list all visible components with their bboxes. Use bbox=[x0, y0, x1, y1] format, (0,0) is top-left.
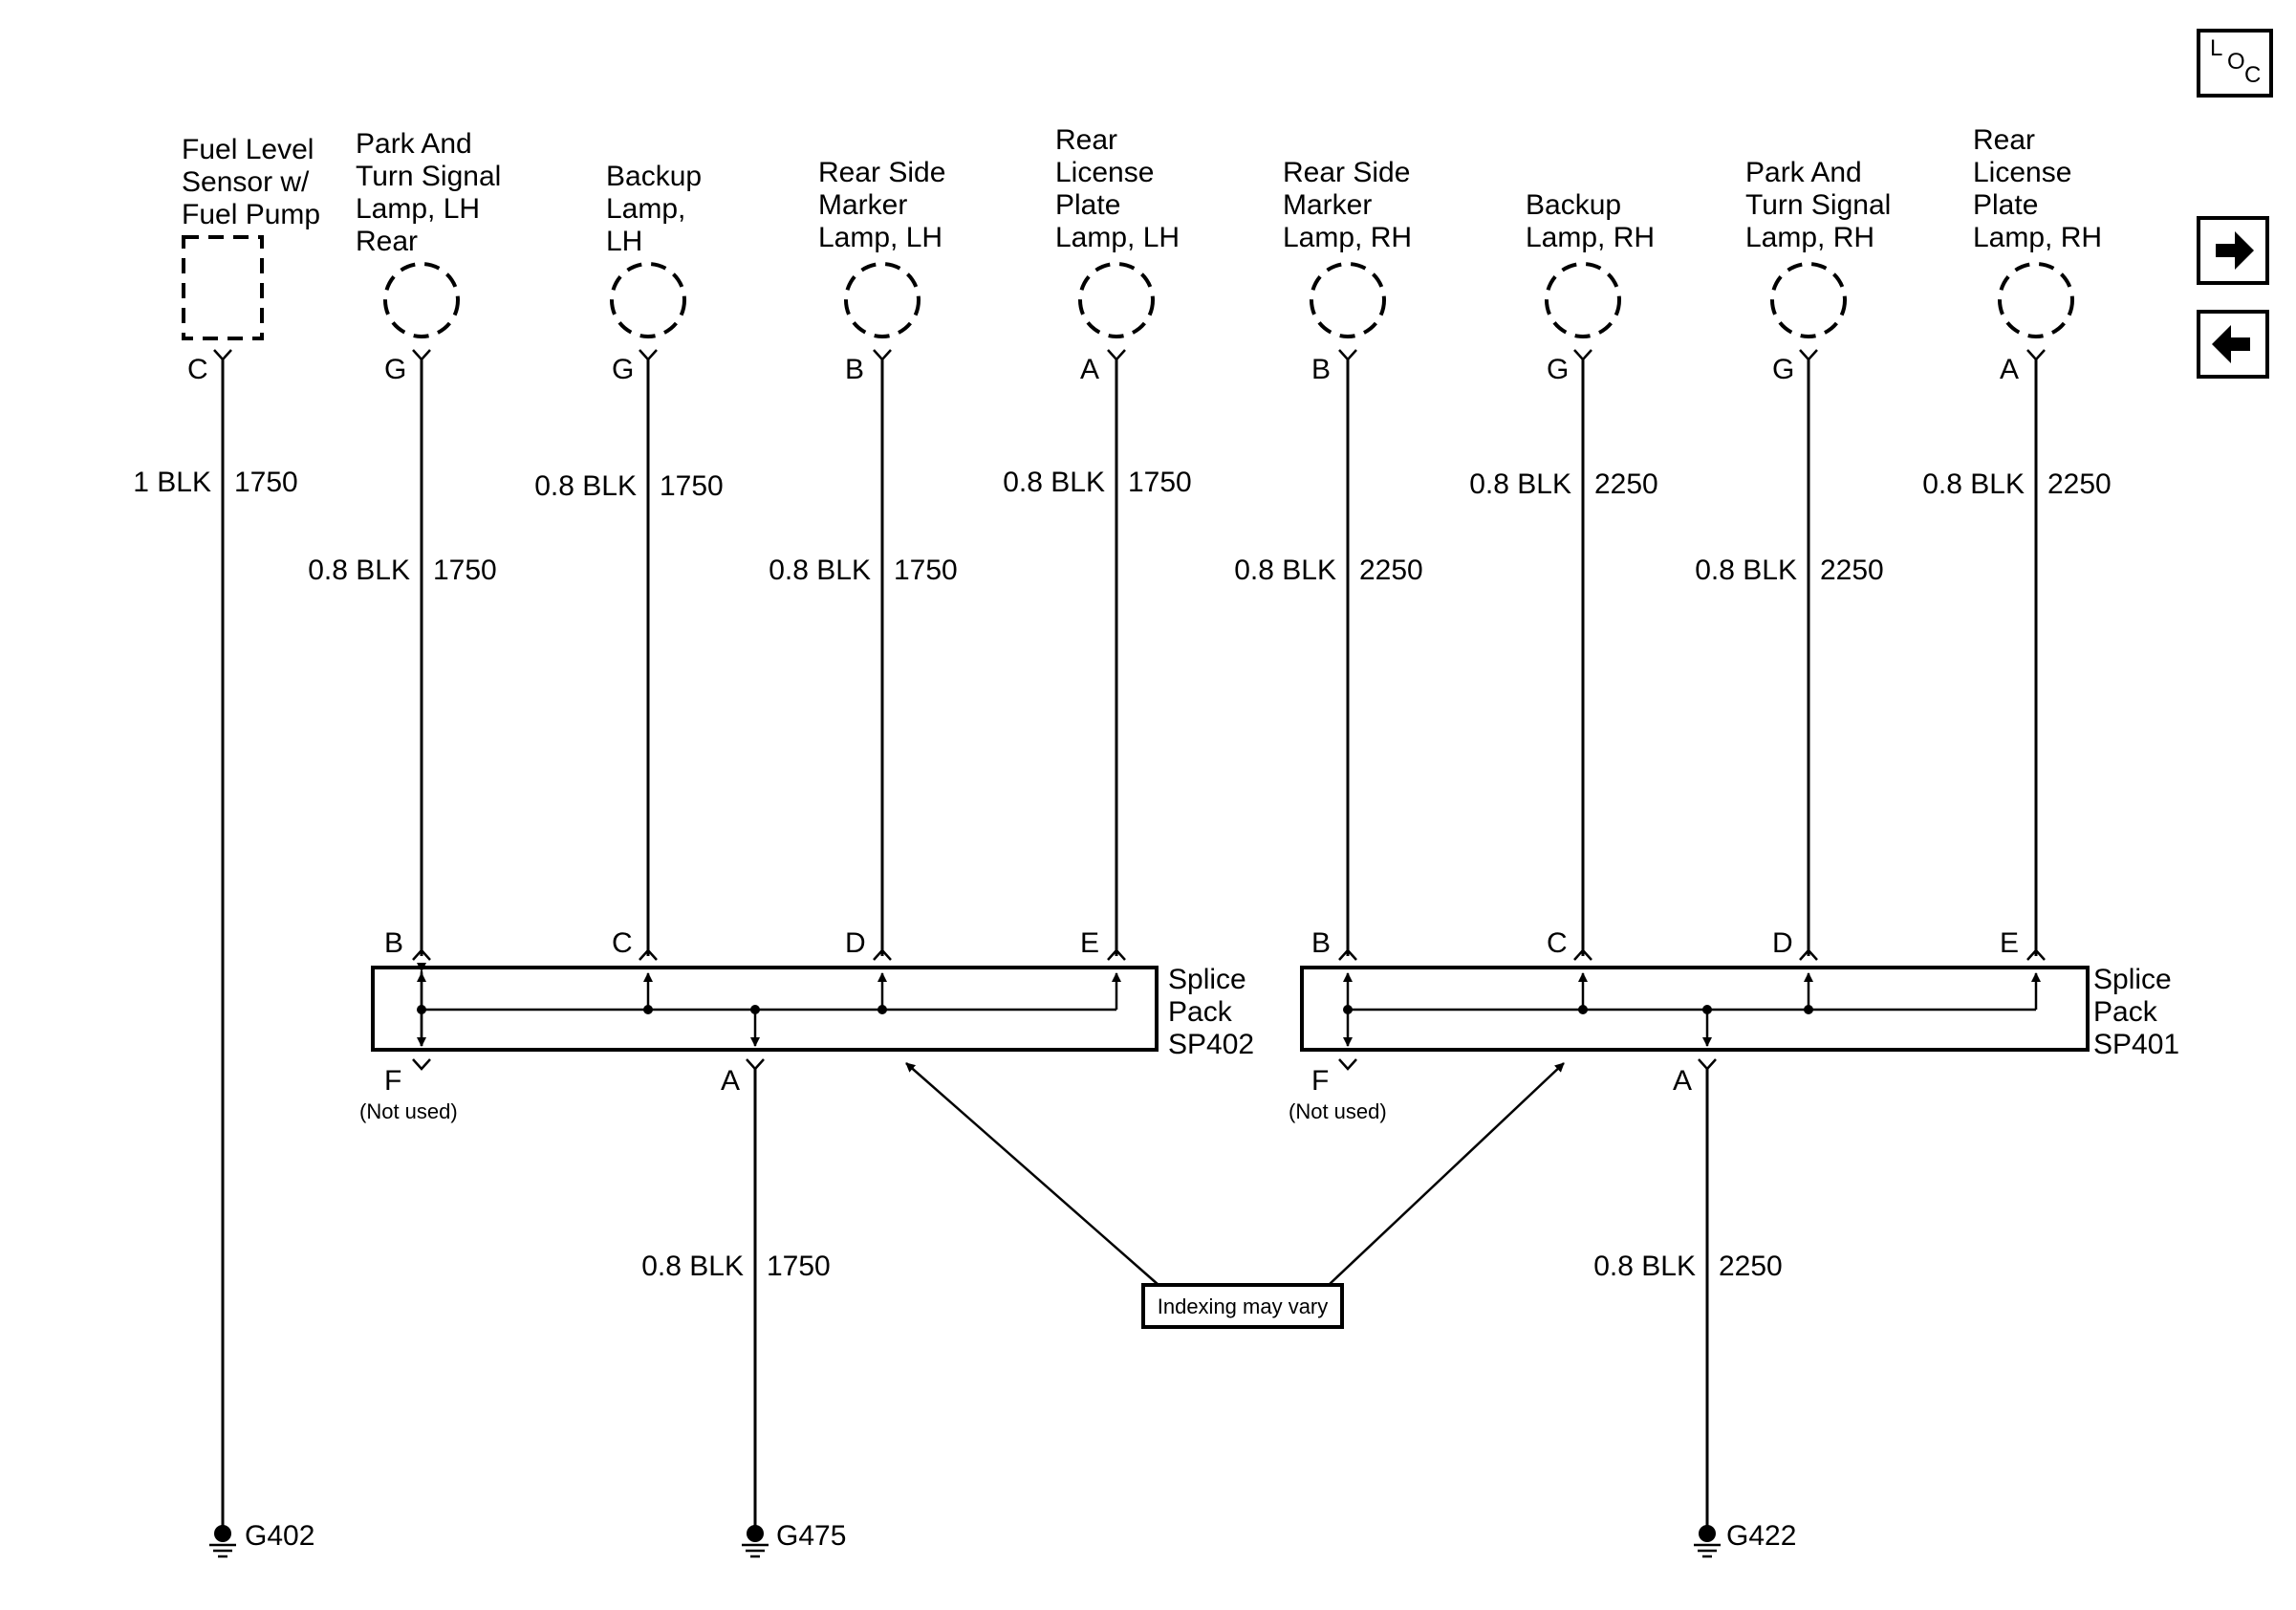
wire-labels: 1 BLK 1750 0.8 BLK 1750 0.8 BLK 1750 0.8… bbox=[133, 467, 2111, 586]
circuit-number: 2250 bbox=[1719, 1251, 1783, 1282]
output-pin-label: A bbox=[721, 1065, 740, 1097]
backup-lamp-rh-label: Backup Lamp, RH bbox=[1526, 189, 1655, 253]
output-pin-label: A bbox=[1673, 1065, 1692, 1097]
circuit-number: 1750 bbox=[660, 470, 724, 502]
pin-label: A bbox=[2000, 354, 2019, 385]
splice-pin-label: C bbox=[1547, 927, 1568, 959]
ground-g475: G475 bbox=[742, 1520, 846, 1558]
wire-gauge: 0.8 BLK bbox=[1695, 555, 1797, 586]
loc-letter-c: C bbox=[2244, 62, 2261, 88]
park-turn-lamp-lh-label: Park And Turn Signal Lamp, LH Rear bbox=[356, 128, 509, 257]
unused-pin-label: F bbox=[1311, 1065, 1329, 1097]
license-plate-lamp-lh-label: Rear License Plate Lamp, LH bbox=[1055, 124, 1180, 253]
wire-gauge: 1 BLK bbox=[133, 467, 211, 498]
not-used-note: (Not used) bbox=[1289, 1099, 1387, 1123]
circuit-number: 1750 bbox=[1128, 467, 1192, 498]
ground-g402: G402 bbox=[209, 1520, 314, 1558]
ground-label: G402 bbox=[245, 1520, 314, 1552]
splice-pin-label: D bbox=[1772, 927, 1793, 959]
ground-label: G422 bbox=[1726, 1520, 1796, 1552]
splice-pack-sp401: B C D E Splice Pack SP401 F (Not used) A… bbox=[1289, 927, 2179, 1526]
loc-letter-o: O bbox=[2227, 49, 2245, 75]
lamp-symbol bbox=[1545, 262, 1621, 338]
splice-pin-label: E bbox=[2000, 927, 2019, 959]
pin-label: G bbox=[1547, 354, 1569, 385]
pin-label: G bbox=[1772, 354, 1794, 385]
splice-pack-body bbox=[371, 966, 1159, 1052]
wire-gauge: 0.8 BLK bbox=[308, 555, 410, 586]
circuit-number: 1750 bbox=[234, 467, 298, 498]
lamp-symbol bbox=[1078, 262, 1155, 338]
park-turn-lamp-rh-label: Park And Turn Signal Lamp, RH bbox=[1745, 157, 1899, 253]
circuit-number: 2250 bbox=[1820, 555, 1884, 586]
rear-side-marker-lh-label: Rear Side Marker Lamp, LH bbox=[818, 157, 954, 253]
lamp-symbol bbox=[1998, 262, 2074, 338]
splice-pack-sp402: B C D E Splice Pack SP402 F (Not used) A… bbox=[359, 927, 1254, 1526]
indexing-note-text: Indexing may vary bbox=[1158, 1295, 1329, 1318]
splice-pin-label: D bbox=[845, 927, 866, 959]
rear-side-marker-rh-label: Rear Side Marker Lamp, RH bbox=[1283, 157, 1419, 253]
pin-label: B bbox=[1311, 354, 1331, 385]
wire-gauge: 0.8 BLK bbox=[1469, 468, 1571, 500]
wire-gauge: 0.8 BLK bbox=[1003, 467, 1105, 498]
circuit-number: 1750 bbox=[433, 555, 497, 586]
lamp-symbol bbox=[1770, 262, 1847, 338]
splice-pack-label: Splice Pack SP402 bbox=[1168, 964, 1254, 1060]
lamp-symbol bbox=[383, 262, 460, 338]
component-symbols bbox=[182, 235, 2074, 340]
arrow-right-icon[interactable] bbox=[2197, 216, 2269, 285]
wire-gauge: 0.8 BLK bbox=[1234, 555, 1336, 586]
circuit-number: 2250 bbox=[1594, 468, 1658, 500]
ground-label: G475 bbox=[776, 1520, 846, 1552]
lamp-symbol bbox=[610, 262, 686, 338]
fuel-sensor-label: Fuel Level Sensor w/ Fuel Pump bbox=[182, 134, 322, 230]
splice-pin-label: C bbox=[612, 927, 633, 959]
pin-label: A bbox=[1080, 354, 1099, 385]
ground-g422: G422 bbox=[1694, 1520, 1796, 1558]
splice-pack-label: Splice Pack SP401 bbox=[2093, 964, 2179, 1060]
indexing-note: Indexing may vary bbox=[905, 1062, 1565, 1329]
license-plate-lamp-rh-label: Rear License Plate Lamp, RH bbox=[1973, 124, 2102, 253]
pin-label: G bbox=[384, 354, 406, 385]
splice-pin-label: E bbox=[1080, 927, 1099, 959]
loc-letter-l: L bbox=[2210, 35, 2222, 61]
splice-pack-body bbox=[1300, 966, 2090, 1052]
lamp-symbol bbox=[1310, 262, 1386, 338]
circuit-number: 2250 bbox=[1359, 555, 1423, 586]
circuit-number: 1750 bbox=[767, 1251, 831, 1282]
component-pins: C G G B A B G G A bbox=[187, 354, 2019, 385]
pin-label: B bbox=[845, 354, 864, 385]
component-wires bbox=[213, 349, 2046, 1526]
fuel-sensor-symbol bbox=[182, 235, 264, 340]
wire-gauge: 0.8 BLK bbox=[1922, 468, 2025, 500]
wire-gauge: 0.8 BLK bbox=[641, 1251, 744, 1282]
backup-lamp-lh-label: Backup Lamp, LH bbox=[606, 161, 709, 257]
lamp-symbol bbox=[844, 262, 921, 338]
wire-gauge: 0.8 BLK bbox=[1593, 1251, 1696, 1282]
loc-icon[interactable]: L O C bbox=[2197, 29, 2273, 98]
splice-pin-label: B bbox=[384, 927, 403, 959]
component-labels: Fuel Level Sensor w/ Fuel Pump Park And … bbox=[182, 124, 2102, 257]
arrow-left-icon[interactable] bbox=[2197, 310, 2269, 379]
pin-label: G bbox=[612, 354, 634, 385]
pin-label: C bbox=[187, 354, 208, 385]
wire-gauge: 0.8 BLK bbox=[534, 470, 637, 502]
circuit-number: 1750 bbox=[894, 555, 958, 586]
not-used-note: (Not used) bbox=[359, 1099, 458, 1123]
circuit-number: 2250 bbox=[2047, 468, 2112, 500]
splice-pin-label: B bbox=[1311, 927, 1331, 959]
wire-gauge: 0.8 BLK bbox=[769, 555, 871, 586]
unused-pin-label: F bbox=[384, 1065, 401, 1097]
